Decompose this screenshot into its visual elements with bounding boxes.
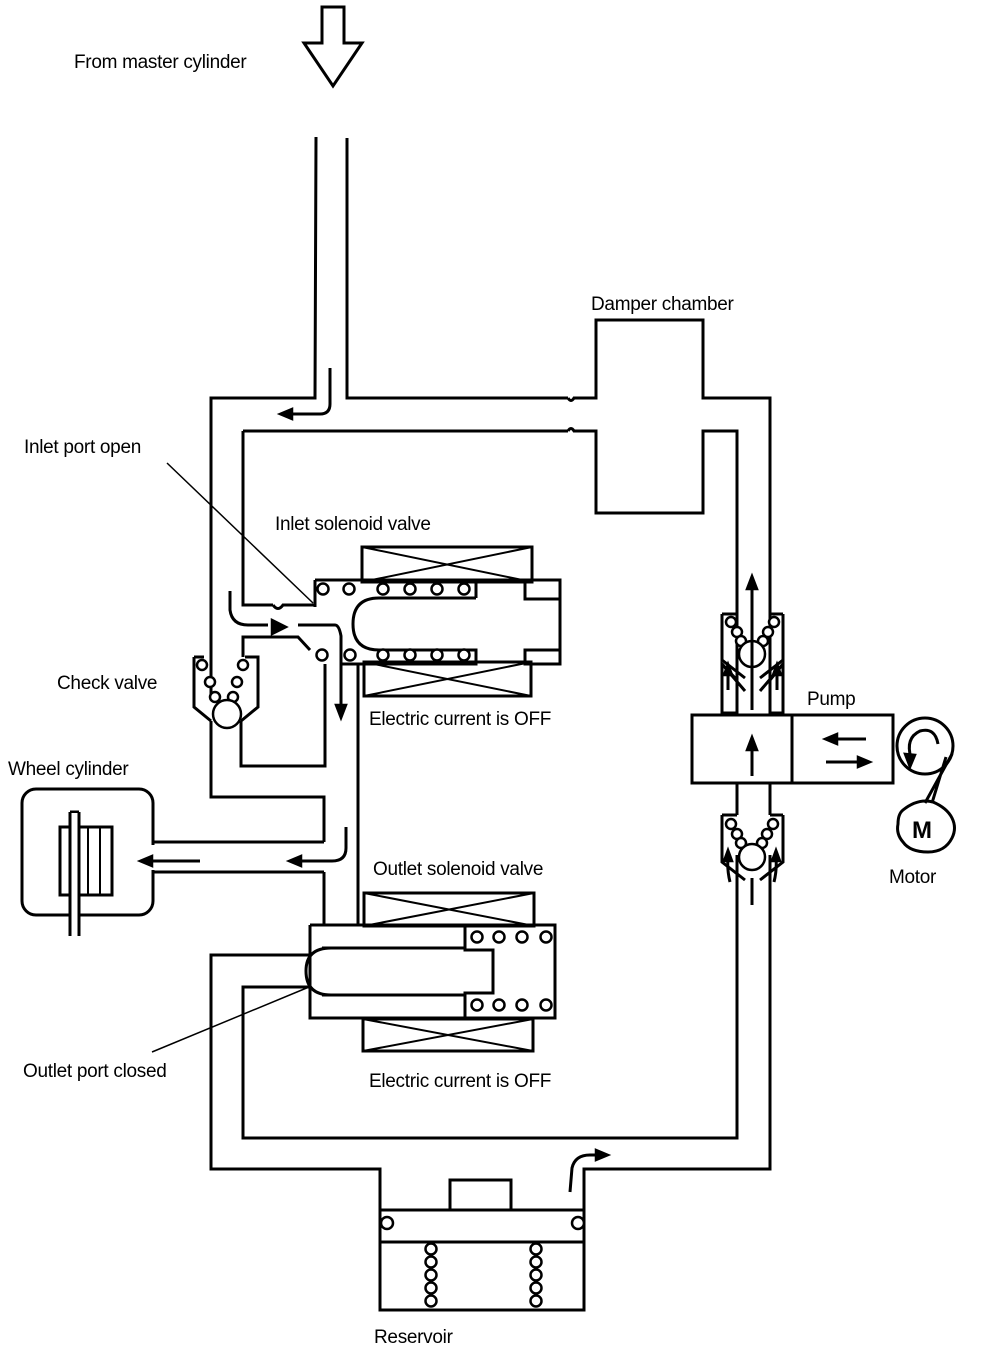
- supply-pipe: [209, 136, 568, 695]
- label-outlet-current-off: Electric current is OFF: [369, 1071, 551, 1092]
- wheel-cylinder: [20, 787, 326, 936]
- pump: [690, 713, 895, 785]
- inlet-flow-arrow: [228, 591, 348, 722]
- label-check-valve: Check valve: [57, 673, 157, 694]
- reservoir-spring-left: [424, 1242, 438, 1308]
- inlet-valve-spring-bottom: [315, 648, 471, 662]
- outlet-valve-spring-top: [470, 930, 553, 944]
- label-from-master-cylinder: From master cylinder: [74, 52, 247, 73]
- inlet-valve-spring-top: [316, 582, 471, 596]
- leader-inlet-port-open: [166, 462, 314, 604]
- label-inlet-current-off: Electric current is OFF: [369, 709, 551, 730]
- motor: M: [895, 716, 956, 854]
- label-reservoir: Reservoir: [374, 1327, 454, 1348]
- label-inlet-port-open: Inlet port open: [24, 437, 141, 458]
- label-damper-chamber: Damper chamber: [591, 294, 735, 315]
- pump-flow-arrows: [722, 572, 874, 905]
- damper-chamber: [566, 318, 772, 713]
- outlet-valve-spring-bottom: [470, 998, 553, 1012]
- leader-outlet-port-closed: [151, 986, 310, 1053]
- return-pipe: [209, 855, 772, 1210]
- pump-pipe: [735, 398, 772, 1169]
- label-outlet-solenoid-valve: Outlet solenoid valve: [373, 859, 543, 880]
- pump-lower-check-valve: [720, 813, 785, 920]
- flow-arrow-to-wheel-cylinder: [136, 827, 348, 868]
- reservoir: [378, 1178, 586, 1312]
- label-pump: Pump: [807, 689, 855, 710]
- label-outlet-port-closed: Outlet port closed: [23, 1061, 167, 1082]
- flow-arrow-to-pump: [568, 1148, 612, 1193]
- label-inlet-solenoid-valve: Inlet solenoid valve: [275, 514, 431, 535]
- master-cylinder-input-arrow: [301, 5, 365, 89]
- reservoir-spring-right: [529, 1242, 543, 1308]
- outlet-solenoid-valve: [304, 891, 557, 1053]
- motor-symbol: M: [912, 817, 932, 844]
- flow-arrow-top-junction: [276, 368, 332, 421]
- check-valve: [192, 635, 327, 842]
- label-wheel-cylinder: Wheel cylinder: [8, 759, 129, 780]
- label-motor: Motor: [889, 867, 937, 888]
- inlet-solenoid-valve: [313, 545, 562, 698]
